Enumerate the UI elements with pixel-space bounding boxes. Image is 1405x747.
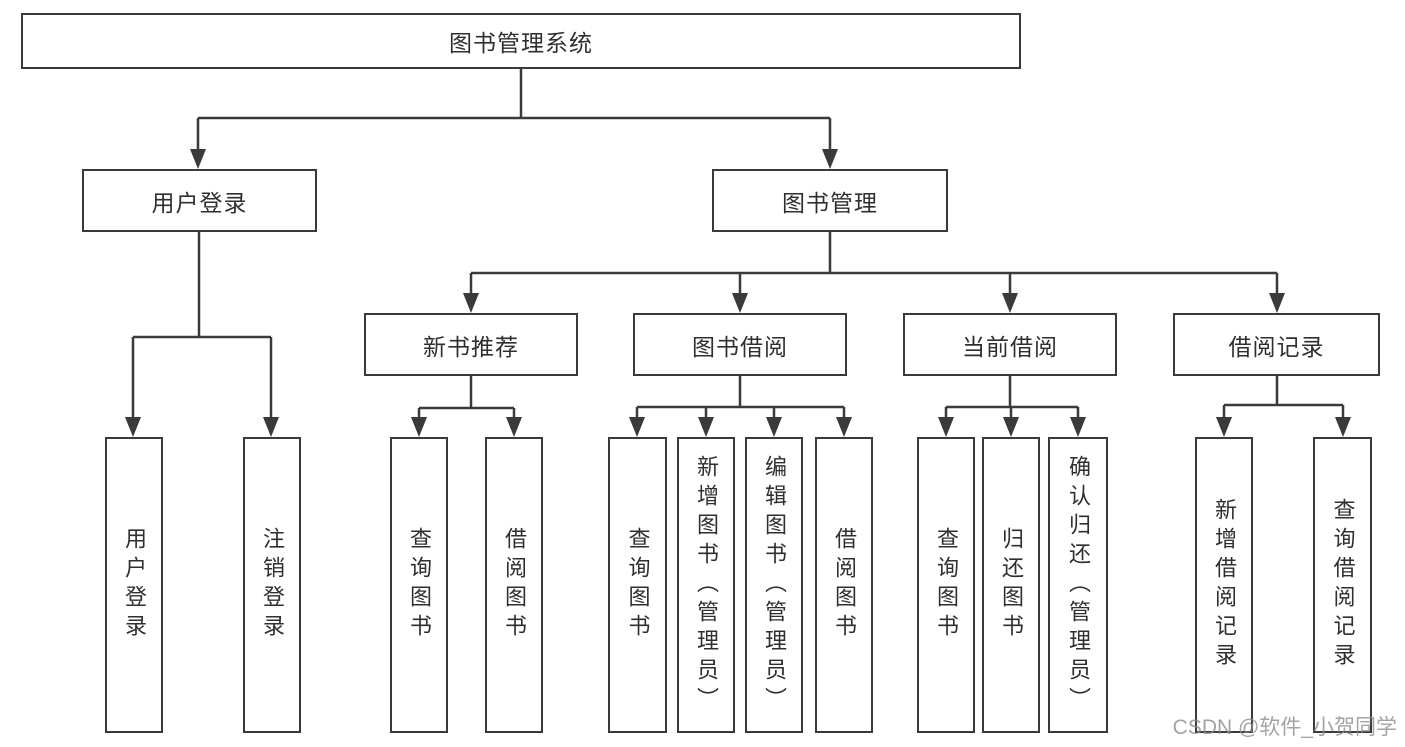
root-to-level2-connector (196, 69, 832, 151)
arrowhead (629, 417, 645, 437)
node-user-login: 用户登录 (82, 169, 317, 232)
arrowhead (938, 417, 954, 437)
leaf-label: 查询图书 (625, 527, 651, 643)
arrowhead (506, 417, 522, 437)
arrowhead (1335, 417, 1351, 437)
connector-lines (131, 69, 1345, 419)
arrowhead (190, 149, 206, 169)
arrowhead (1002, 293, 1018, 313)
leaf-label: 归还图书 (999, 527, 1024, 643)
arrowhead (836, 417, 852, 437)
leaf-label: 查询图书 (407, 527, 432, 643)
leaf-borrow-books-recommend: 借阅图书 (485, 437, 543, 733)
leaf-add-borrow-record: 新增借阅记录 (1195, 437, 1253, 733)
leaf-label: 查询图书 (934, 527, 959, 643)
leaf-query-books-borrow: 查询图书 (608, 437, 667, 733)
node-book-management: 图书管理 (712, 169, 948, 232)
arrowhead (125, 417, 141, 437)
new-rec-branch-connector (417, 376, 516, 419)
leaf-label: 借阅图书 (832, 527, 857, 643)
leaf-edit-books-admin: 编辑图书（管理员） (745, 437, 803, 733)
records-branch-connector (1222, 376, 1345, 419)
arrowhead (698, 417, 714, 437)
arrowhead (1269, 293, 1285, 313)
node-new-book-recommend-label: 新书推荐 (423, 333, 519, 360)
leaf-borrow-books: 借阅图书 (815, 437, 873, 733)
current-branch-connector (944, 376, 1080, 419)
user-login-branch-connector (131, 232, 273, 419)
node-borrow-records-label: 借阅记录 (1228, 333, 1325, 360)
leaf-user-login: 用户登录 (105, 437, 163, 733)
leaf-confirm-return-admin: 确认归还（管理员） (1048, 437, 1108, 733)
arrowhead (732, 293, 748, 313)
book-mgmt-to-level3-connector (469, 232, 1279, 295)
leaf-label: 新增图书（管理员） (694, 454, 719, 716)
leaf-label: 注销登录 (260, 527, 285, 643)
arrowhead (1216, 417, 1232, 437)
leaf-add-books-admin: 新增图书（管理员） (677, 437, 735, 733)
node-user-login-label: 用户登录 (151, 189, 248, 216)
arrowheads (125, 149, 1351, 437)
leaf-label: 查询借阅记录 (1330, 498, 1356, 672)
node-root-system: 图书管理系统 (21, 13, 1021, 69)
arrowhead (1003, 417, 1019, 437)
leaf-query-borrow-record: 查询借阅记录 (1313, 437, 1372, 733)
node-book-borrow: 图书借阅 (633, 313, 847, 376)
arrowhead (411, 417, 427, 437)
arrowhead (1070, 417, 1086, 437)
leaf-label: 用户登录 (122, 527, 147, 643)
leaf-query-books-recommend: 查询图书 (390, 437, 448, 733)
leaf-label: 编辑图书（管理员） (762, 454, 787, 716)
node-book-management-label: 图书管理 (782, 189, 878, 216)
node-root-label: 图书管理系统 (449, 30, 593, 56)
leaf-label: 新增借阅记录 (1212, 498, 1237, 672)
leaf-return-books: 归还图书 (982, 437, 1040, 733)
csdn-watermark: CSDN @软件_小贺同学 (1172, 716, 1397, 739)
leaf-label: 确认归还（管理员） (1066, 454, 1091, 716)
arrowhead (766, 417, 782, 437)
node-current-borrow: 当前借阅 (903, 313, 1117, 376)
node-borrow-records: 借阅记录 (1173, 313, 1380, 376)
arrowhead (822, 149, 838, 169)
leaf-label: 借阅图书 (502, 527, 527, 643)
borrow-branch-connector (635, 376, 846, 419)
arrowhead (463, 293, 479, 313)
leaf-logout: 注销登录 (243, 437, 301, 733)
node-new-book-recommend: 新书推荐 (364, 313, 578, 376)
arrowhead (263, 417, 279, 437)
node-current-borrow-label: 当前借阅 (962, 333, 1058, 360)
node-book-borrow-label: 图书借阅 (692, 333, 788, 360)
leaf-query-books-current: 查询图书 (917, 437, 975, 733)
